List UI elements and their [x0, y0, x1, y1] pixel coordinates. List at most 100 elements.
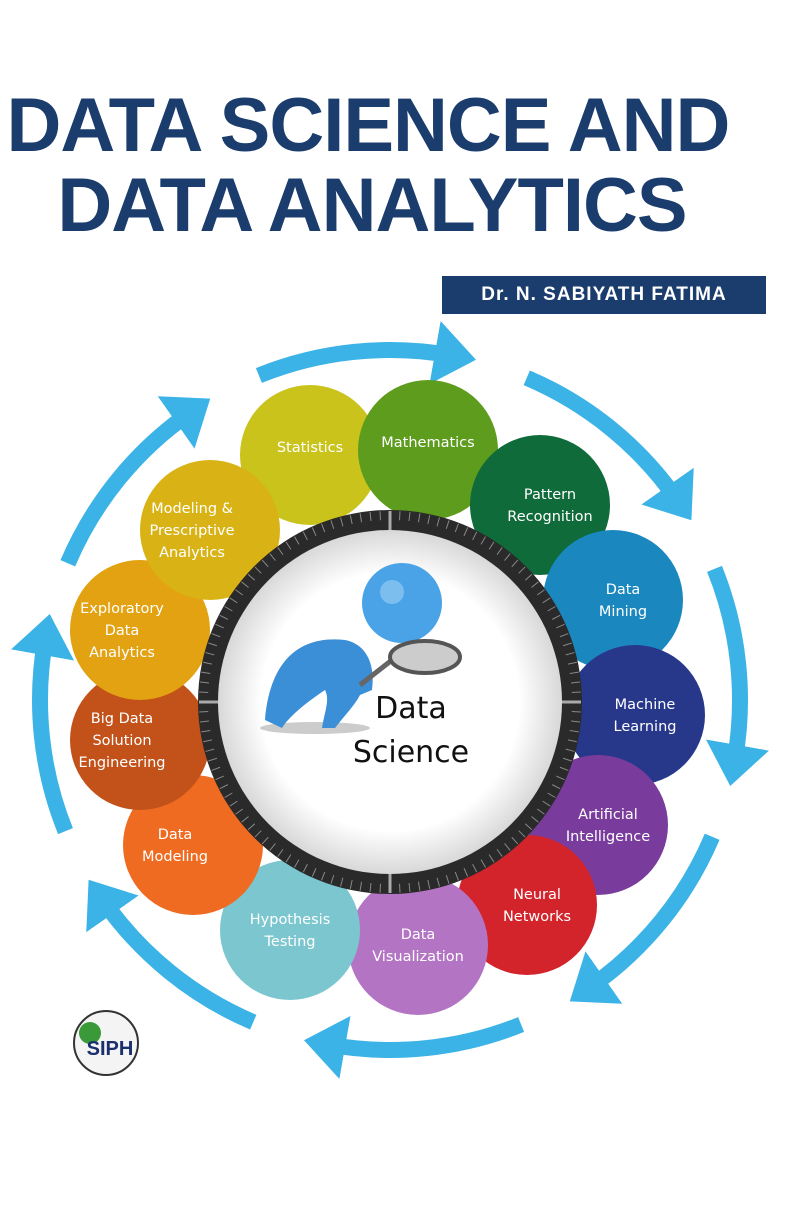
dial-tick — [215, 623, 224, 629]
cycle-arrow — [304, 1015, 525, 1079]
dial-tick — [417, 881, 421, 891]
dial-tick — [269, 553, 276, 561]
dial-tick — [480, 536, 486, 545]
bubble-label: Data — [158, 827, 193, 843]
dial-tick — [556, 775, 565, 781]
cycle-arrow — [86, 879, 257, 1030]
bubble-circle — [123, 775, 263, 915]
bubble-label: Machine — [615, 697, 676, 713]
dial-tick — [542, 597, 551, 604]
dial-tick — [427, 515, 431, 525]
bubble-circle — [358, 380, 498, 520]
bubble-circle — [565, 645, 705, 785]
bubble-label: Engineering — [79, 755, 166, 771]
dial-tick — [570, 681, 581, 684]
bubble-label: Intelligence — [566, 829, 650, 845]
dial-tick — [511, 559, 519, 568]
bubble-label: Prescriptive — [150, 523, 235, 539]
cycle-arrow — [60, 396, 211, 567]
dial-tick — [369, 882, 372, 893]
dial-tick — [215, 775, 224, 781]
dial-tick — [224, 792, 233, 798]
dial-tick — [567, 739, 577, 743]
dial-tick — [445, 520, 450, 530]
dial-tick — [562, 642, 572, 647]
bubble-label: Analytics — [159, 545, 225, 561]
dial-tick — [211, 766, 221, 771]
dial-tick — [199, 720, 210, 723]
dial-tick — [211, 633, 221, 638]
dial-tick — [219, 784, 229, 790]
dial-tick — [504, 843, 511, 851]
dial-tick — [454, 523, 459, 533]
dial-tick — [269, 843, 276, 851]
bubble-label: Modeling & — [151, 501, 233, 517]
dial-tick — [518, 566, 526, 574]
bubble-label: Pattern — [524, 487, 576, 503]
bubble-circle — [543, 530, 683, 670]
bubble-label: Data — [105, 623, 140, 639]
dial-tick — [536, 808, 545, 815]
bubble-label: Statistics — [277, 440, 343, 456]
bubble-label: Modeling — [142, 849, 208, 865]
publisher-logo: SIPH — [73, 1010, 139, 1076]
dial-tick — [349, 515, 353, 525]
bubble-label: Artificial — [578, 807, 638, 823]
dial-tick — [261, 559, 269, 568]
bubble-label: Big Data — [91, 711, 153, 727]
dial-tick — [536, 589, 545, 596]
dial-tick — [565, 748, 575, 752]
dial-tick — [294, 536, 300, 545]
dial-tick — [254, 830, 262, 838]
dial-tick — [277, 547, 284, 556]
dial-tick — [504, 553, 511, 561]
dial-tick — [254, 566, 262, 574]
bubble-circle — [140, 460, 280, 600]
dial-tick — [294, 859, 300, 868]
dial-tick — [488, 854, 495, 863]
dial-tick — [472, 863, 478, 873]
cycle-arrow — [523, 370, 694, 521]
bubble-circle — [457, 835, 597, 975]
dial-tick — [203, 739, 213, 743]
bubble-label: Neural — [513, 887, 561, 903]
bubble-label: Testing — [264, 934, 316, 950]
author-banner: Dr. N. SABIYATH FATIMA — [442, 276, 766, 314]
bubble-label: Hypothesis — [250, 912, 331, 928]
center-label-line-1: Data — [375, 691, 447, 726]
bubble-circle — [348, 875, 488, 1015]
dial-tick — [219, 614, 229, 620]
dial-tick — [369, 511, 372, 522]
dial-tick — [427, 879, 431, 889]
dial-tick — [547, 606, 556, 612]
svg-text:SIPH: SIPH — [87, 1038, 134, 1060]
bubble-circle — [240, 385, 380, 525]
dial-tick — [321, 523, 326, 533]
dial-tick — [205, 748, 215, 752]
dial-tick — [436, 877, 440, 887]
dial-tick — [463, 527, 469, 536]
dial-ticks — [199, 511, 581, 893]
bubble-label: Visualization — [372, 949, 464, 965]
dial-tick — [241, 816, 249, 823]
dial-tick — [247, 823, 256, 831]
dial-tick — [261, 836, 269, 845]
dial-tick — [285, 854, 292, 863]
magnifier-figure-icon — [260, 563, 462, 734]
bubble-circle — [220, 860, 360, 1000]
dial-tick — [208, 642, 218, 647]
dial-tick — [408, 882, 411, 893]
dial-tick — [359, 513, 363, 523]
dial-tick — [229, 597, 238, 604]
dial-tick — [551, 614, 561, 620]
dial-tick — [480, 859, 486, 868]
dial-tick — [224, 606, 233, 612]
dial-tick — [417, 513, 421, 523]
dial-tick — [496, 547, 503, 556]
bubble-circle — [70, 560, 210, 700]
dial-tick — [559, 633, 569, 638]
